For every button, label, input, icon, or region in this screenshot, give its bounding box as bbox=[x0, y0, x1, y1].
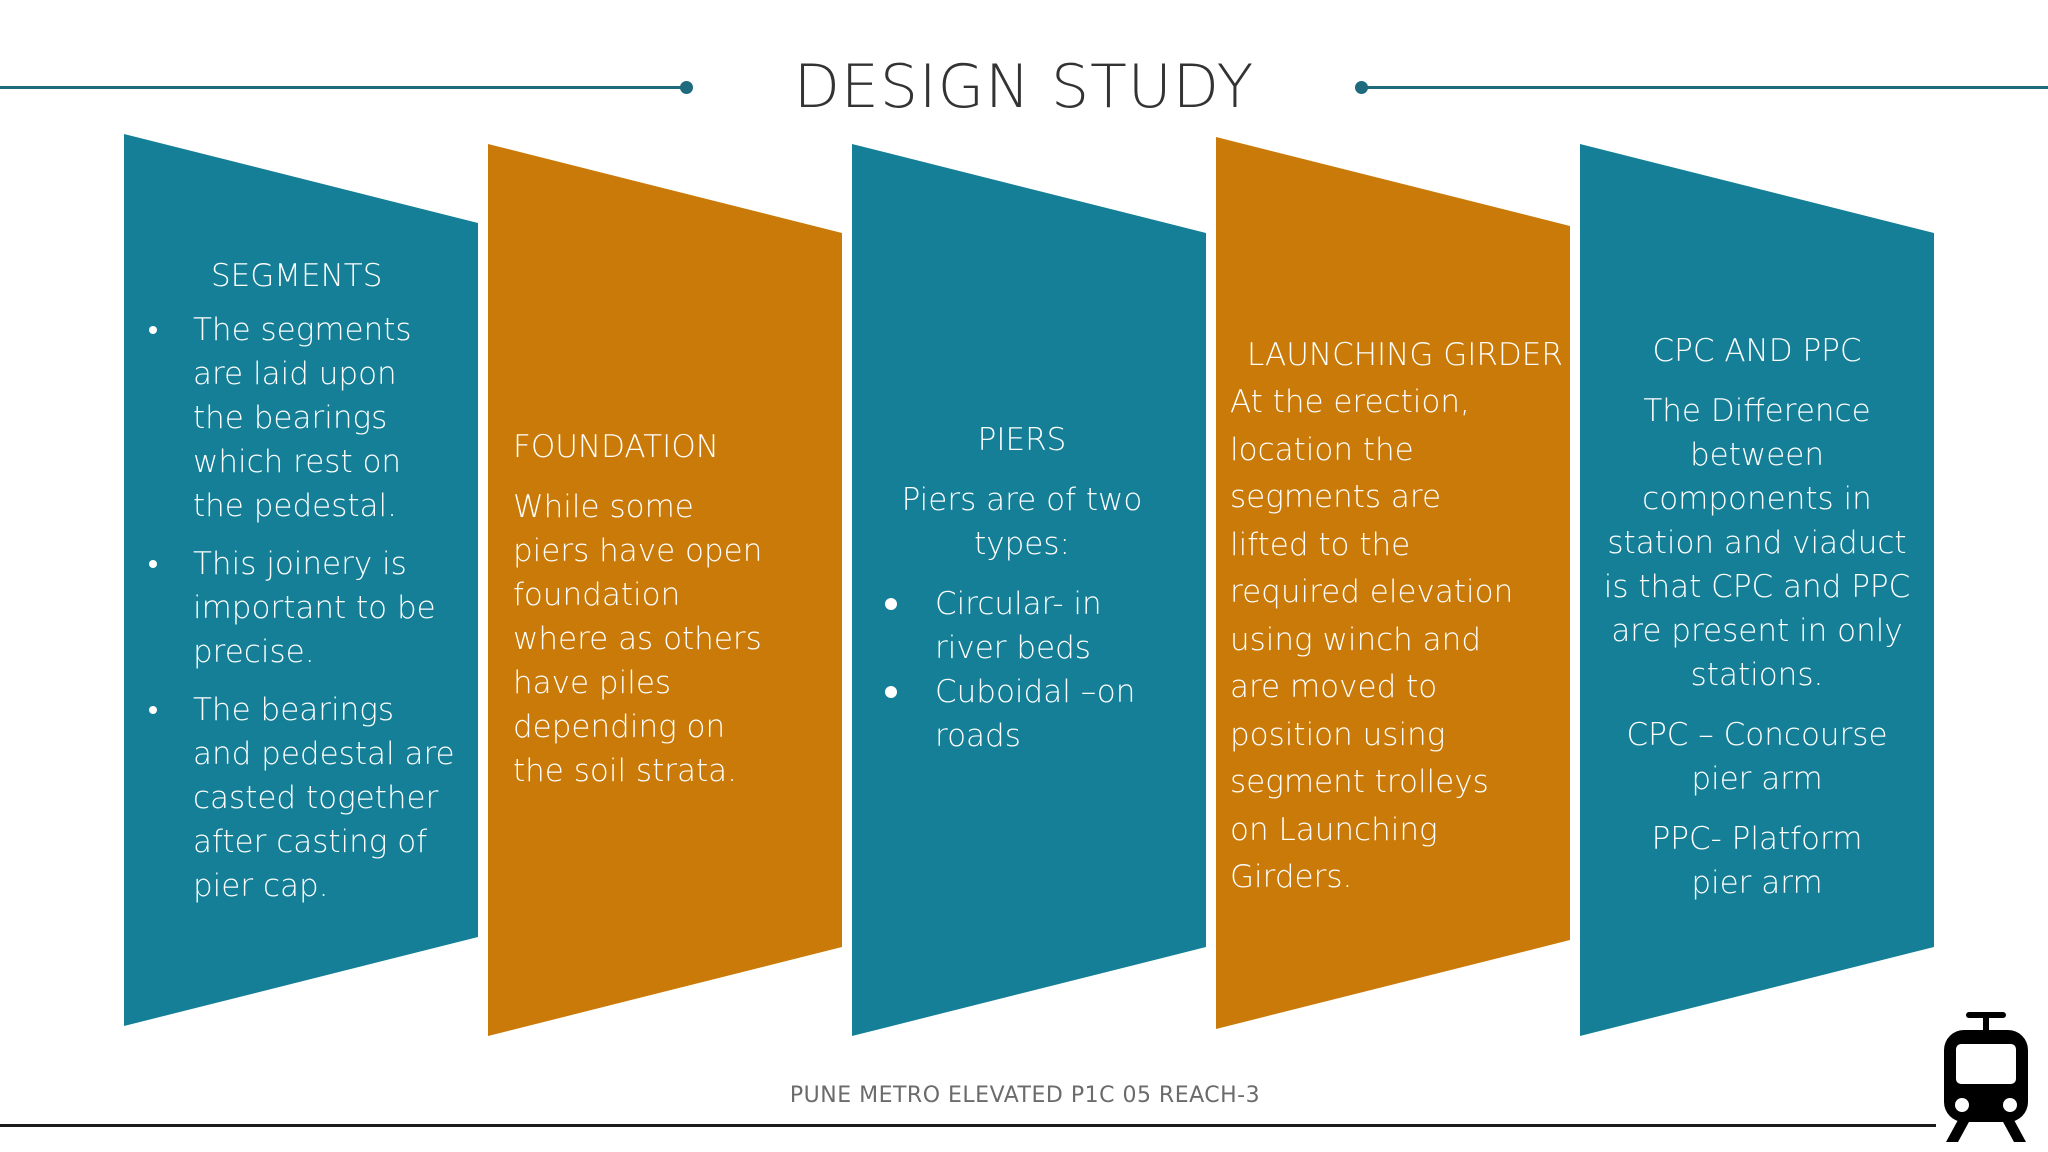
title-rule-right-dot bbox=[1355, 81, 1368, 94]
segments-bullet-text: The bearings and pedestal are casted tog… bbox=[193, 692, 455, 904]
segments-bullet-item: The segments are laid upon the bearings … bbox=[149, 308, 455, 528]
panel-piers: PIERS Piers are of two types: Circular- … bbox=[872, 418, 1172, 758]
panel-piers-intro: Piers are of two types: bbox=[901, 482, 1143, 562]
panel-foundation: FOUNDATION While some piers have open fo… bbox=[513, 425, 778, 793]
panel-launching-shape bbox=[1216, 137, 1570, 1029]
piers-bullet-item: Circular- in river beds bbox=[885, 582, 1172, 670]
panel-launching-body: At the erection, location the segments a… bbox=[1230, 384, 1514, 895]
panel-cpc-paragraph: The Difference between components in sta… bbox=[1603, 393, 1911, 693]
segments-bullet-item: This joinery is important to be precise. bbox=[149, 542, 455, 674]
segments-bullet-item: The bearings and pedestal are casted tog… bbox=[149, 688, 455, 908]
panel-cpc: CPC AND PPC The Difference between compo… bbox=[1598, 329, 1916, 905]
panel-cpc-shape bbox=[1580, 144, 1934, 1036]
segments-bullet-text: This joinery is important to be precise. bbox=[193, 546, 436, 670]
panel-segments-shape bbox=[124, 134, 478, 1026]
panel-launching-heading: LAUNCHING GIRDER bbox=[1247, 337, 1563, 373]
metro-train-icon bbox=[1944, 1012, 2028, 1142]
panel-launching: LAUNCHING GIRDER At the erection, locati… bbox=[1230, 332, 1563, 902]
footer-rule bbox=[0, 1124, 1936, 1127]
panel-foundation-heading: FOUNDATION bbox=[513, 429, 719, 465]
segments-bullet-text: The segments are laid upon the bearings … bbox=[193, 312, 412, 524]
title-rule-left-dot bbox=[680, 81, 693, 94]
bullet-dot-icon bbox=[149, 326, 157, 334]
footer-caption: PUNE METRO ELEVATED P1C 05 REACH-3 bbox=[789, 1083, 1261, 1108]
panel-cpc-paragraph: PPC- Platform pier arm bbox=[1651, 821, 1863, 901]
title-rule-right bbox=[1362, 86, 2048, 89]
panel-piers-heading: PIERS bbox=[977, 422, 1067, 458]
title-rule-left bbox=[0, 86, 686, 89]
panel-cpc-heading: CPC AND PPC bbox=[1652, 333, 1862, 369]
bullet-dot-icon bbox=[885, 598, 897, 610]
panel-cpc-paragraph: CPC – Concourse pier arm bbox=[1626, 717, 1888, 797]
bullet-dot-icon bbox=[149, 560, 157, 568]
slide-title: DESIGN STUDY bbox=[793, 52, 1255, 122]
bullet-dot-icon bbox=[885, 686, 897, 698]
piers-bullet-item: Cuboidal –on roads bbox=[885, 670, 1172, 758]
panel-piers-shape bbox=[852, 144, 1206, 1036]
piers-bullet-text: Cuboidal –on roads bbox=[935, 674, 1136, 754]
panel-segments-heading: SEGMENTS bbox=[211, 258, 383, 294]
panel-segments: SEGMENTS The segments are laid upon the … bbox=[135, 254, 455, 908]
panel-foundation-body: While some piers have open foundation wh… bbox=[513, 489, 763, 789]
segments-bullet-list: The segments are laid upon the bearings … bbox=[135, 308, 455, 908]
bullet-dot-icon bbox=[149, 706, 157, 714]
piers-bullet-text: Circular- in river beds bbox=[935, 586, 1102, 666]
piers-bullet-list: Circular- in river beds Cuboidal –on roa… bbox=[872, 582, 1172, 758]
panel-foundation-shape bbox=[488, 144, 842, 1036]
